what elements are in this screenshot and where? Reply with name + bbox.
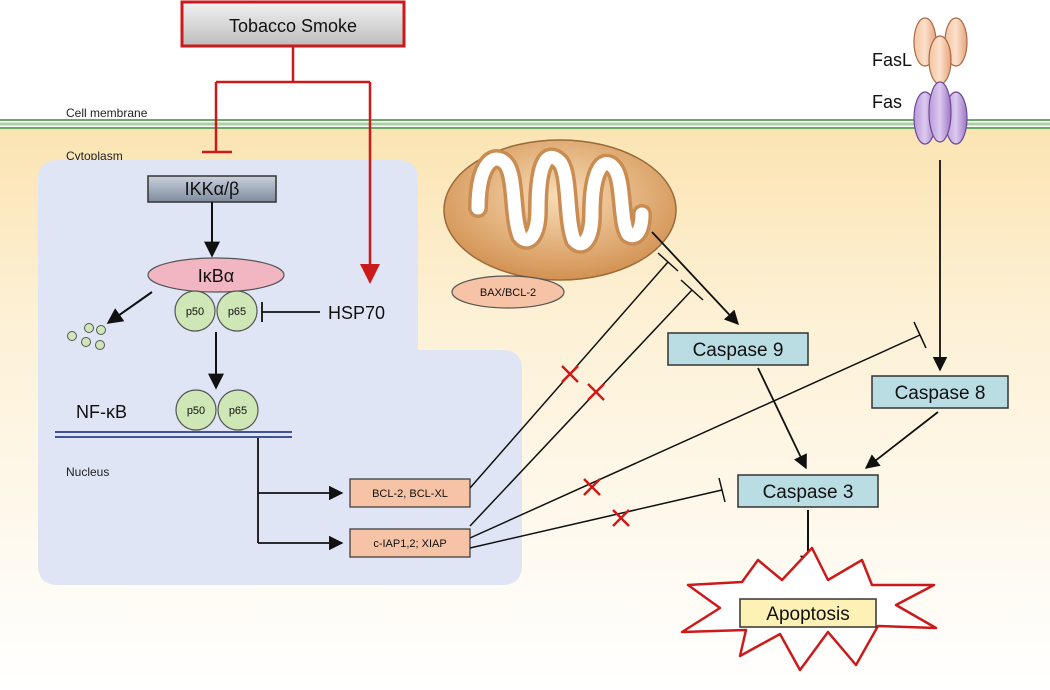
p50-cytoplasm-label: p50: [186, 306, 204, 318]
nuclear-membrane: [55, 431, 292, 438]
p65-cytoplasm: [216, 290, 258, 332]
nfkb-label: NF-κB: [76, 402, 127, 422]
ciap-label: c-IAP1,2; XIAP: [373, 538, 446, 550]
cell-membrane: [0, 119, 1050, 129]
bax-bcl2-ellipse: [451, 275, 565, 309]
transcription-arrows: [257, 438, 344, 551]
p65-cytoplasm-label: p65: [228, 306, 246, 318]
caspase9-to-caspase3-arrow: [757, 367, 807, 470]
caspase8-label: Caspase 8: [895, 383, 986, 404]
caspase8-to-caspase3-arrow: [864, 411, 939, 469]
tobacco-smoke-label: Tobacco Smoke: [229, 16, 357, 36]
apoptosis-label: Apoptosis: [766, 604, 849, 625]
p50-nucleus-label: p50: [187, 405, 205, 417]
hsp70-label: HSP70: [328, 303, 385, 323]
caspase9-label: Caspase 9: [693, 340, 784, 361]
apoptosis-box: [739, 598, 877, 628]
mitochondrion: [443, 139, 677, 281]
caspase3-box: [737, 474, 879, 508]
ikba-ellipse: [147, 257, 285, 293]
fas-label: Fas: [872, 92, 902, 112]
caspase3-label: Caspase 3: [763, 482, 854, 503]
ikba-degradation-arrow: [106, 291, 153, 324]
p65-nucleus: [217, 389, 259, 431]
bcl2-bclxl-label: BCL-2, BCL-XL: [372, 488, 448, 500]
bcl2-bclxl-box: [349, 478, 471, 508]
fasl-trimer: [913, 17, 968, 85]
bax-bcl2-label: BAX/BCL-2: [480, 287, 536, 299]
cell-membrane-label: Cell membrane: [66, 106, 148, 120]
caspase8-box: [871, 375, 1009, 409]
blocked-marks: [561, 365, 630, 527]
fas-receptor: [913, 81, 968, 145]
degraded-fragments: [67, 323, 106, 350]
nucleus-label: Nucleus: [66, 465, 109, 479]
ikba-label: IκBα: [198, 266, 234, 286]
mito-to-caspase9-arrow: [651, 231, 739, 326]
ikk-label: IKKα/β: [185, 179, 240, 199]
ciap-box: [349, 528, 471, 558]
fasl-label: FasL: [872, 50, 912, 70]
tobacco-smoke-effects: [202, 46, 380, 284]
p50-cytoplasm: [174, 290, 216, 332]
caspase9-box: [667, 332, 809, 366]
p65-nucleus-label: p65: [229, 405, 247, 417]
p50-nucleus: [175, 389, 217, 431]
cytoplasm-label: Cytoplasm: [66, 149, 123, 163]
